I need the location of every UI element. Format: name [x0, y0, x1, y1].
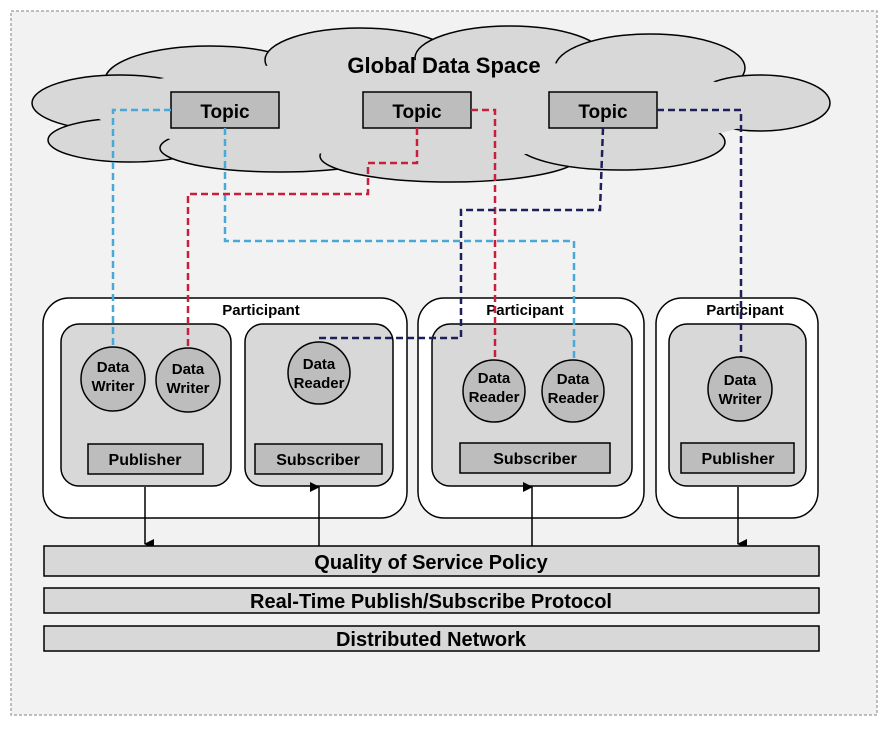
entity-line: Data: [172, 361, 205, 378]
entity-line: Data: [97, 359, 130, 376]
subscriber-label: Subscriber: [493, 451, 577, 468]
cloud-title: Global Data Space: [347, 53, 540, 78]
rtps-layer-bar: Real-Time Publish/Subscribe Protocol: [43, 587, 820, 614]
topic-box: Topic: [170, 91, 280, 129]
entity-line: Data: [724, 372, 757, 389]
participant-label: Participant: [706, 302, 784, 319]
light-blue-connection-1: [111, 108, 171, 350]
entity-line: Data: [303, 356, 336, 373]
entity-line: Writer: [718, 391, 761, 408]
red-connection-2: [471, 108, 497, 360]
navy-connection-2: [657, 108, 743, 357]
subscriber-box: Subscriber: [459, 442, 611, 474]
publisher-box: Publisher: [87, 443, 204, 475]
entity-line: Writer: [91, 378, 134, 395]
topic-label: Topic: [578, 102, 628, 123]
entity-line: Writer: [166, 380, 209, 397]
publisher-label: Publisher: [702, 451, 775, 468]
entity-line: Reader: [294, 375, 345, 392]
publisher-label: Publisher: [109, 452, 182, 469]
light-blue-connection-2: [223, 128, 576, 360]
red-connection-1: [186, 128, 419, 348]
navy-connection-1: [317, 127, 605, 342]
entity-line: Data: [478, 370, 511, 387]
entity-line: Reader: [548, 390, 599, 407]
participant-label: Participant: [486, 302, 564, 319]
publisher-box: Publisher: [680, 442, 795, 474]
network-layer-bar: Distributed Network: [43, 625, 820, 652]
entity-line: Reader: [469, 389, 520, 406]
participant-label: Participant: [222, 302, 300, 319]
topic-label: Topic: [392, 102, 442, 123]
topic-box: Topic: [548, 91, 658, 129]
layer-label: Real-Time Publish/Subscribe Protocol: [250, 591, 612, 613]
global-data-space-cloud: [31, 25, 831, 183]
layer-label: Quality of Service Policy: [314, 552, 548, 574]
subscriber-box: Subscriber: [254, 443, 383, 475]
qos-layer-bar: Quality of Service Policy: [43, 545, 820, 577]
topic-box: Topic: [362, 91, 472, 129]
entity-line: Data: [557, 371, 590, 388]
subscriber-label: Subscriber: [276, 452, 360, 469]
topic-label: Topic: [200, 102, 250, 123]
layer-label: Distributed Network: [336, 629, 527, 651]
